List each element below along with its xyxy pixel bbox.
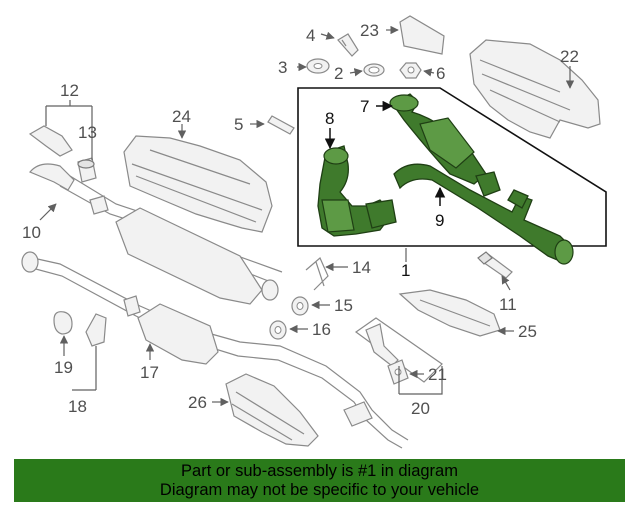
banner-line-2: Diagram may not be specific to your vehi… bbox=[159, 480, 480, 499]
callout-16: 16 bbox=[312, 320, 331, 339]
part-23-bracket[interactable] bbox=[399, 15, 445, 55]
callout-3: 3 bbox=[278, 58, 287, 77]
part-19-insulator[interactable] bbox=[53, 311, 73, 335]
part-3-gasket[interactable] bbox=[306, 58, 330, 74]
callout-7: 7 bbox=[360, 97, 369, 116]
part-6-nut[interactable] bbox=[399, 62, 422, 79]
part-24-heat-shield[interactable] bbox=[123, 135, 273, 233]
callout-12: 12 bbox=[60, 81, 79, 100]
callout-labels: 1 2 3 4 5 6 7 8 9 10 11 12 13 14 15 16 1… bbox=[22, 21, 579, 418]
callout-24: 24 bbox=[172, 107, 191, 126]
callout-8: 8 bbox=[325, 109, 334, 128]
part-12-bracket[interactable] bbox=[28, 125, 73, 157]
callout-17: 17 bbox=[140, 363, 159, 382]
part-11-bolt[interactable] bbox=[477, 251, 513, 279]
callout-22: 22 bbox=[560, 47, 579, 66]
callout-2: 2 bbox=[334, 64, 343, 83]
callout-19: 19 bbox=[54, 358, 73, 377]
exhaust-parts-diagram: 1 2 3 4 5 6 7 8 9 10 11 12 13 14 15 16 1… bbox=[21, 15, 607, 449]
part-8-catalytic-converter[interactable] bbox=[317, 145, 397, 237]
callout-1: 1 bbox=[401, 261, 410, 280]
part-14-hanger[interactable] bbox=[305, 257, 329, 291]
callout-6: 6 bbox=[436, 64, 445, 83]
leader-lines bbox=[39, 25, 575, 407]
callout-13: 13 bbox=[78, 123, 97, 142]
callout-21: 21 bbox=[428, 365, 447, 384]
callout-25: 25 bbox=[518, 322, 537, 341]
part-26-heat-shield[interactable] bbox=[225, 373, 319, 447]
callout-15: 15 bbox=[334, 296, 353, 315]
part-2-gasket[interactable] bbox=[363, 63, 385, 77]
part-17-muffler-assembly[interactable] bbox=[21, 251, 409, 449]
part-18-bracket[interactable] bbox=[85, 313, 107, 347]
callout-5: 5 bbox=[234, 115, 243, 134]
part-7-catalytic-converter[interactable] bbox=[389, 93, 501, 197]
part-15-insulator[interactable] bbox=[291, 296, 309, 316]
part-10-front-pipe[interactable] bbox=[29, 163, 283, 305]
callout-10: 10 bbox=[22, 223, 41, 242]
disclaimer-banner: Part or sub-assembly is #1 in diagram Di… bbox=[14, 459, 625, 502]
callout-14: 14 bbox=[352, 258, 371, 277]
part-9-y-pipe[interactable] bbox=[393, 163, 574, 265]
callout-20: 20 bbox=[411, 399, 430, 418]
callout-18: 18 bbox=[68, 397, 87, 416]
part-13-insulator[interactable] bbox=[77, 157, 97, 183]
part-25-heat-shield[interactable] bbox=[398, 289, 501, 337]
banner-line-1: Part or sub-assembly is #1 in diagram bbox=[181, 461, 458, 480]
callout-9: 9 bbox=[435, 211, 444, 230]
part-4-oxygen-sensor[interactable] bbox=[337, 33, 359, 57]
callout-26: 26 bbox=[188, 393, 207, 412]
part-16-insulator[interactable] bbox=[269, 320, 287, 340]
callout-4: 4 bbox=[306, 26, 315, 45]
callout-23: 23 bbox=[360, 21, 379, 40]
part-22-heat-shield[interactable] bbox=[469, 39, 601, 139]
part-5-stud[interactable] bbox=[267, 115, 295, 135]
callout-11: 11 bbox=[499, 295, 517, 314]
